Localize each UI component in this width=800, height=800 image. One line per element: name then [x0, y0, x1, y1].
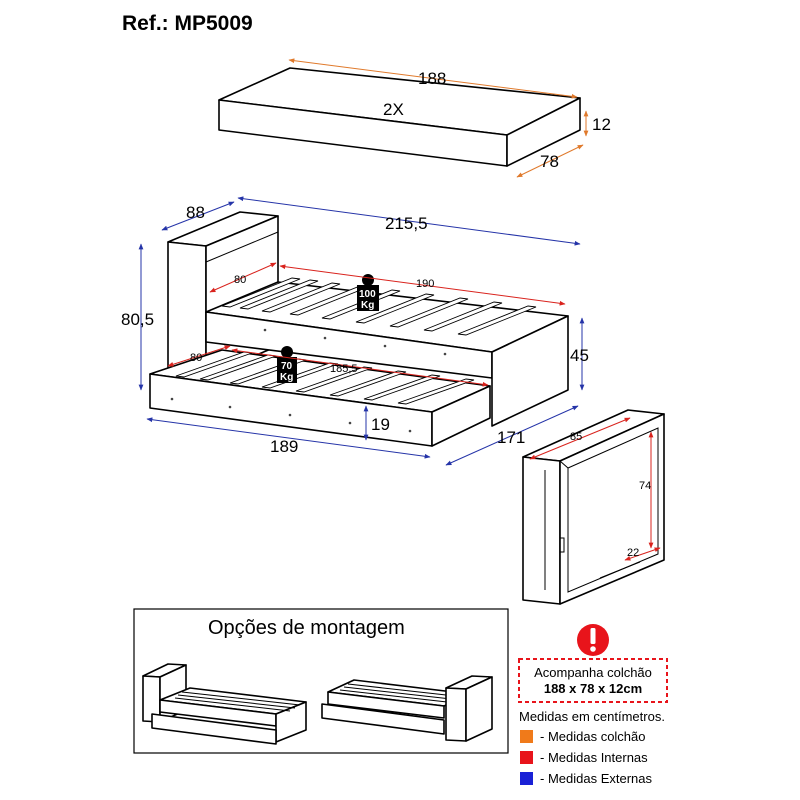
legend-label-mattress: - Medidas colchão	[540, 729, 646, 744]
mattress-width-dimension	[516, 144, 584, 178]
legend: - Medidas colchão - Medidas Internas - M…	[520, 729, 652, 786]
lower-length-label: 185,5	[330, 363, 358, 375]
units-note: Medidas em centímetros.	[519, 709, 665, 724]
assembly-option-right-drawing	[321, 675, 493, 742]
lower-load-unit: Kg	[280, 372, 293, 383]
upper-length-label: 190	[416, 278, 434, 290]
upper-width-label: 80	[234, 274, 246, 286]
mattress-width-label: 78	[540, 152, 559, 171]
trundle-length-label: 189	[270, 437, 298, 456]
cabinet-drawing	[522, 409, 665, 605]
trundle-extended-label: 171	[497, 428, 525, 447]
mattress-included-box	[518, 658, 668, 703]
reference-title: Ref.: MP5009	[122, 12, 253, 35]
upper-load-unit: Kg	[361, 300, 374, 311]
cabinet-width-label: 85	[570, 431, 582, 443]
legend-label-external: - Medidas Externas	[540, 771, 652, 786]
upper-length-dimension	[279, 264, 566, 306]
cabinet-depth-label: 22	[627, 547, 639, 559]
legend-swatch-external	[520, 772, 533, 785]
legend-swatch-mattress	[520, 730, 533, 743]
cabinet-width-dimension	[529, 417, 631, 460]
legend-label-internal: - Medidas Internas	[540, 750, 648, 765]
upper-load-value: 100	[359, 289, 376, 300]
mattress-length-dimension	[288, 58, 578, 99]
warning-icon	[577, 624, 609, 656]
assembly-option-left-drawing	[142, 663, 307, 745]
mattress-quantity: 2X	[383, 100, 404, 119]
bed-length-label: 215,5	[385, 214, 428, 233]
mattress-height-label: 12	[592, 115, 611, 134]
lower-width-label: 80	[190, 352, 202, 364]
legend-swatch-internal	[520, 751, 533, 764]
bed-length-dimension	[237, 196, 581, 246]
lower-width-dimension	[167, 345, 231, 367]
upper-load-icon: 100 Kg	[357, 274, 379, 311]
lower-load-value: 70	[281, 361, 293, 372]
mattress-drawing: 2X	[218, 67, 581, 167]
bed-depth-label: 88	[186, 203, 205, 222]
mattress-included-size: 188 x 78 x 12cm	[544, 681, 642, 696]
mattress-length-label: 188	[418, 69, 446, 88]
trundle-extended-dimension	[445, 405, 579, 466]
cabinet-height-label: 74	[639, 480, 651, 492]
cabinet-depth-dimension	[624, 547, 661, 561]
mattress-included-text: Acompanha colchão	[534, 665, 652, 680]
trundle-height-label: 19	[371, 415, 390, 434]
bed-depth-dimension	[161, 201, 235, 231]
bed-height-label: 80,5	[121, 310, 154, 329]
assembly-options-title: Opções de montagem	[208, 617, 405, 639]
lower-length-dimension	[231, 348, 489, 387]
trundle-length-dimension	[146, 417, 431, 459]
side-height-label: 45	[570, 346, 589, 365]
bed-drawing	[149, 211, 569, 447]
upper-width-dimension	[209, 262, 277, 293]
